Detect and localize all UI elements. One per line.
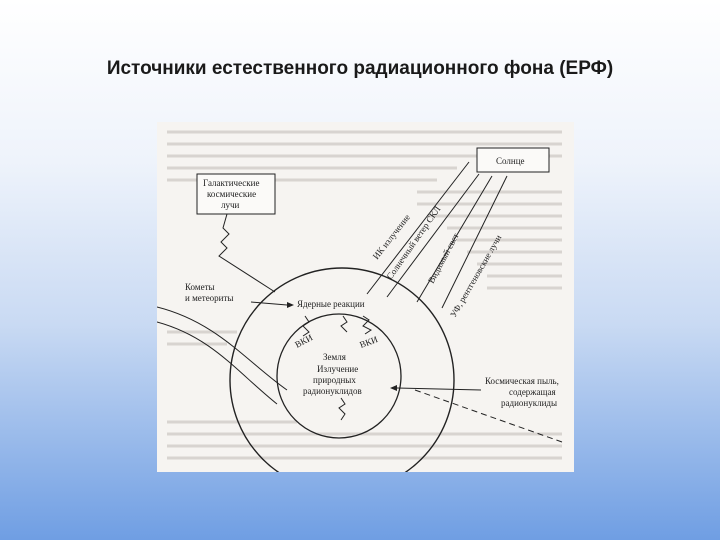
cosmic-dust-label-2: содержащая — [509, 387, 556, 397]
radiation-diagram: Солнце Галактические космические лучи Ко… — [157, 130, 563, 472]
earth-emission-zigzag — [338, 397, 346, 421]
sun-radiation-lines — [366, 161, 508, 309]
nuclear-zigzags — [302, 315, 372, 337]
sun-label: Солнце — [496, 156, 525, 166]
galactic-rays-box — [196, 173, 276, 215]
galactic-rays-label-1: Галактические — [203, 178, 259, 188]
comets-arrowhead — [287, 302, 294, 308]
atmosphere-circle — [229, 267, 455, 472]
vki-right-label: ВКИ — [358, 334, 379, 350]
left-curve-inner — [157, 321, 278, 405]
cosmic-dust-arrowhead — [390, 385, 397, 391]
cosmic-dust-arrow — [396, 387, 482, 391]
galactic-rays-label-3: лучи — [221, 200, 240, 210]
earth-emission-label-1: Излучение — [317, 364, 358, 374]
cosmic-dust-label-3: радионуклиды — [501, 398, 557, 408]
slide-title: Источники естественного радиационного фо… — [106, 58, 614, 79]
comets-arrow — [250, 301, 288, 306]
galactic-rays-arrow — [218, 213, 276, 293]
earth-circle — [276, 313, 402, 439]
visible-light-label: Видимый свет — [426, 231, 461, 284]
cosmic-dust-label-1: Космическая пыль, — [485, 376, 559, 386]
earth-emission-label-3: радионуклидов — [303, 386, 362, 396]
nuclear-reactions-label: Ядерные реакции — [297, 299, 365, 309]
comets-label-1: Кометы — [185, 282, 215, 292]
earth-emission-label-2: природных — [313, 375, 356, 385]
earth-label: Земля — [323, 352, 346, 362]
vki-left-label: ВКИ — [293, 332, 314, 350]
cosmic-dust-dashed-line — [414, 389, 563, 443]
comets-label-2: и метеориты — [185, 293, 233, 303]
galactic-rays-label-2: космические — [207, 189, 256, 199]
diagram-scan: Солнце Галактические космические лучи Ко… — [157, 122, 574, 472]
sun-box — [476, 147, 550, 173]
background-text-lines — [167, 130, 562, 460]
left-curve-outer — [157, 306, 288, 391]
